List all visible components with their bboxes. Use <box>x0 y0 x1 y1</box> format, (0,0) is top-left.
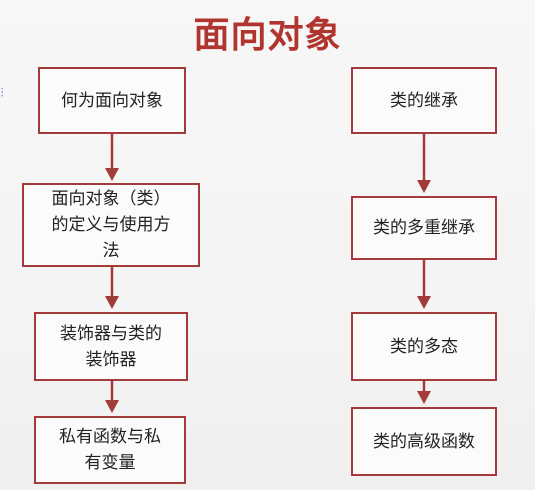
right-box-multiple-inheritance: 类的多重继承 <box>351 196 497 260</box>
diagram-title: 面向对象 <box>193 15 342 56</box>
left-edge-marker: ⁝ <box>0 85 5 101</box>
right-box-class-inheritance: 类的继承 <box>351 67 497 134</box>
right-box-polymorphism: 类的多态 <box>351 312 497 381</box>
left-box-private-functions-and-variables: 私有函数与私 有变量 <box>34 416 186 484</box>
left-box-decorators-and-class-decorators: 装饰器与类的 装饰器 <box>34 312 188 381</box>
left-arrow-3-head <box>105 400 119 413</box>
right-connectors <box>417 134 431 404</box>
right-arrow-2-head <box>417 296 431 309</box>
left-box-class-definition-and-usage: 面向对象（类） 的定义与使用方 法 <box>22 183 200 267</box>
left-connectors <box>105 134 119 413</box>
right-arrow-3-head <box>417 391 431 404</box>
left-arrow-1-head <box>105 168 119 181</box>
right-arrow-1-head <box>417 180 431 193</box>
left-box-what-is-oop: 何为面向对象 <box>38 67 186 134</box>
left-arrow-2-head <box>105 296 119 309</box>
right-box-advanced-class-functions: 类的高级函数 <box>351 407 497 476</box>
